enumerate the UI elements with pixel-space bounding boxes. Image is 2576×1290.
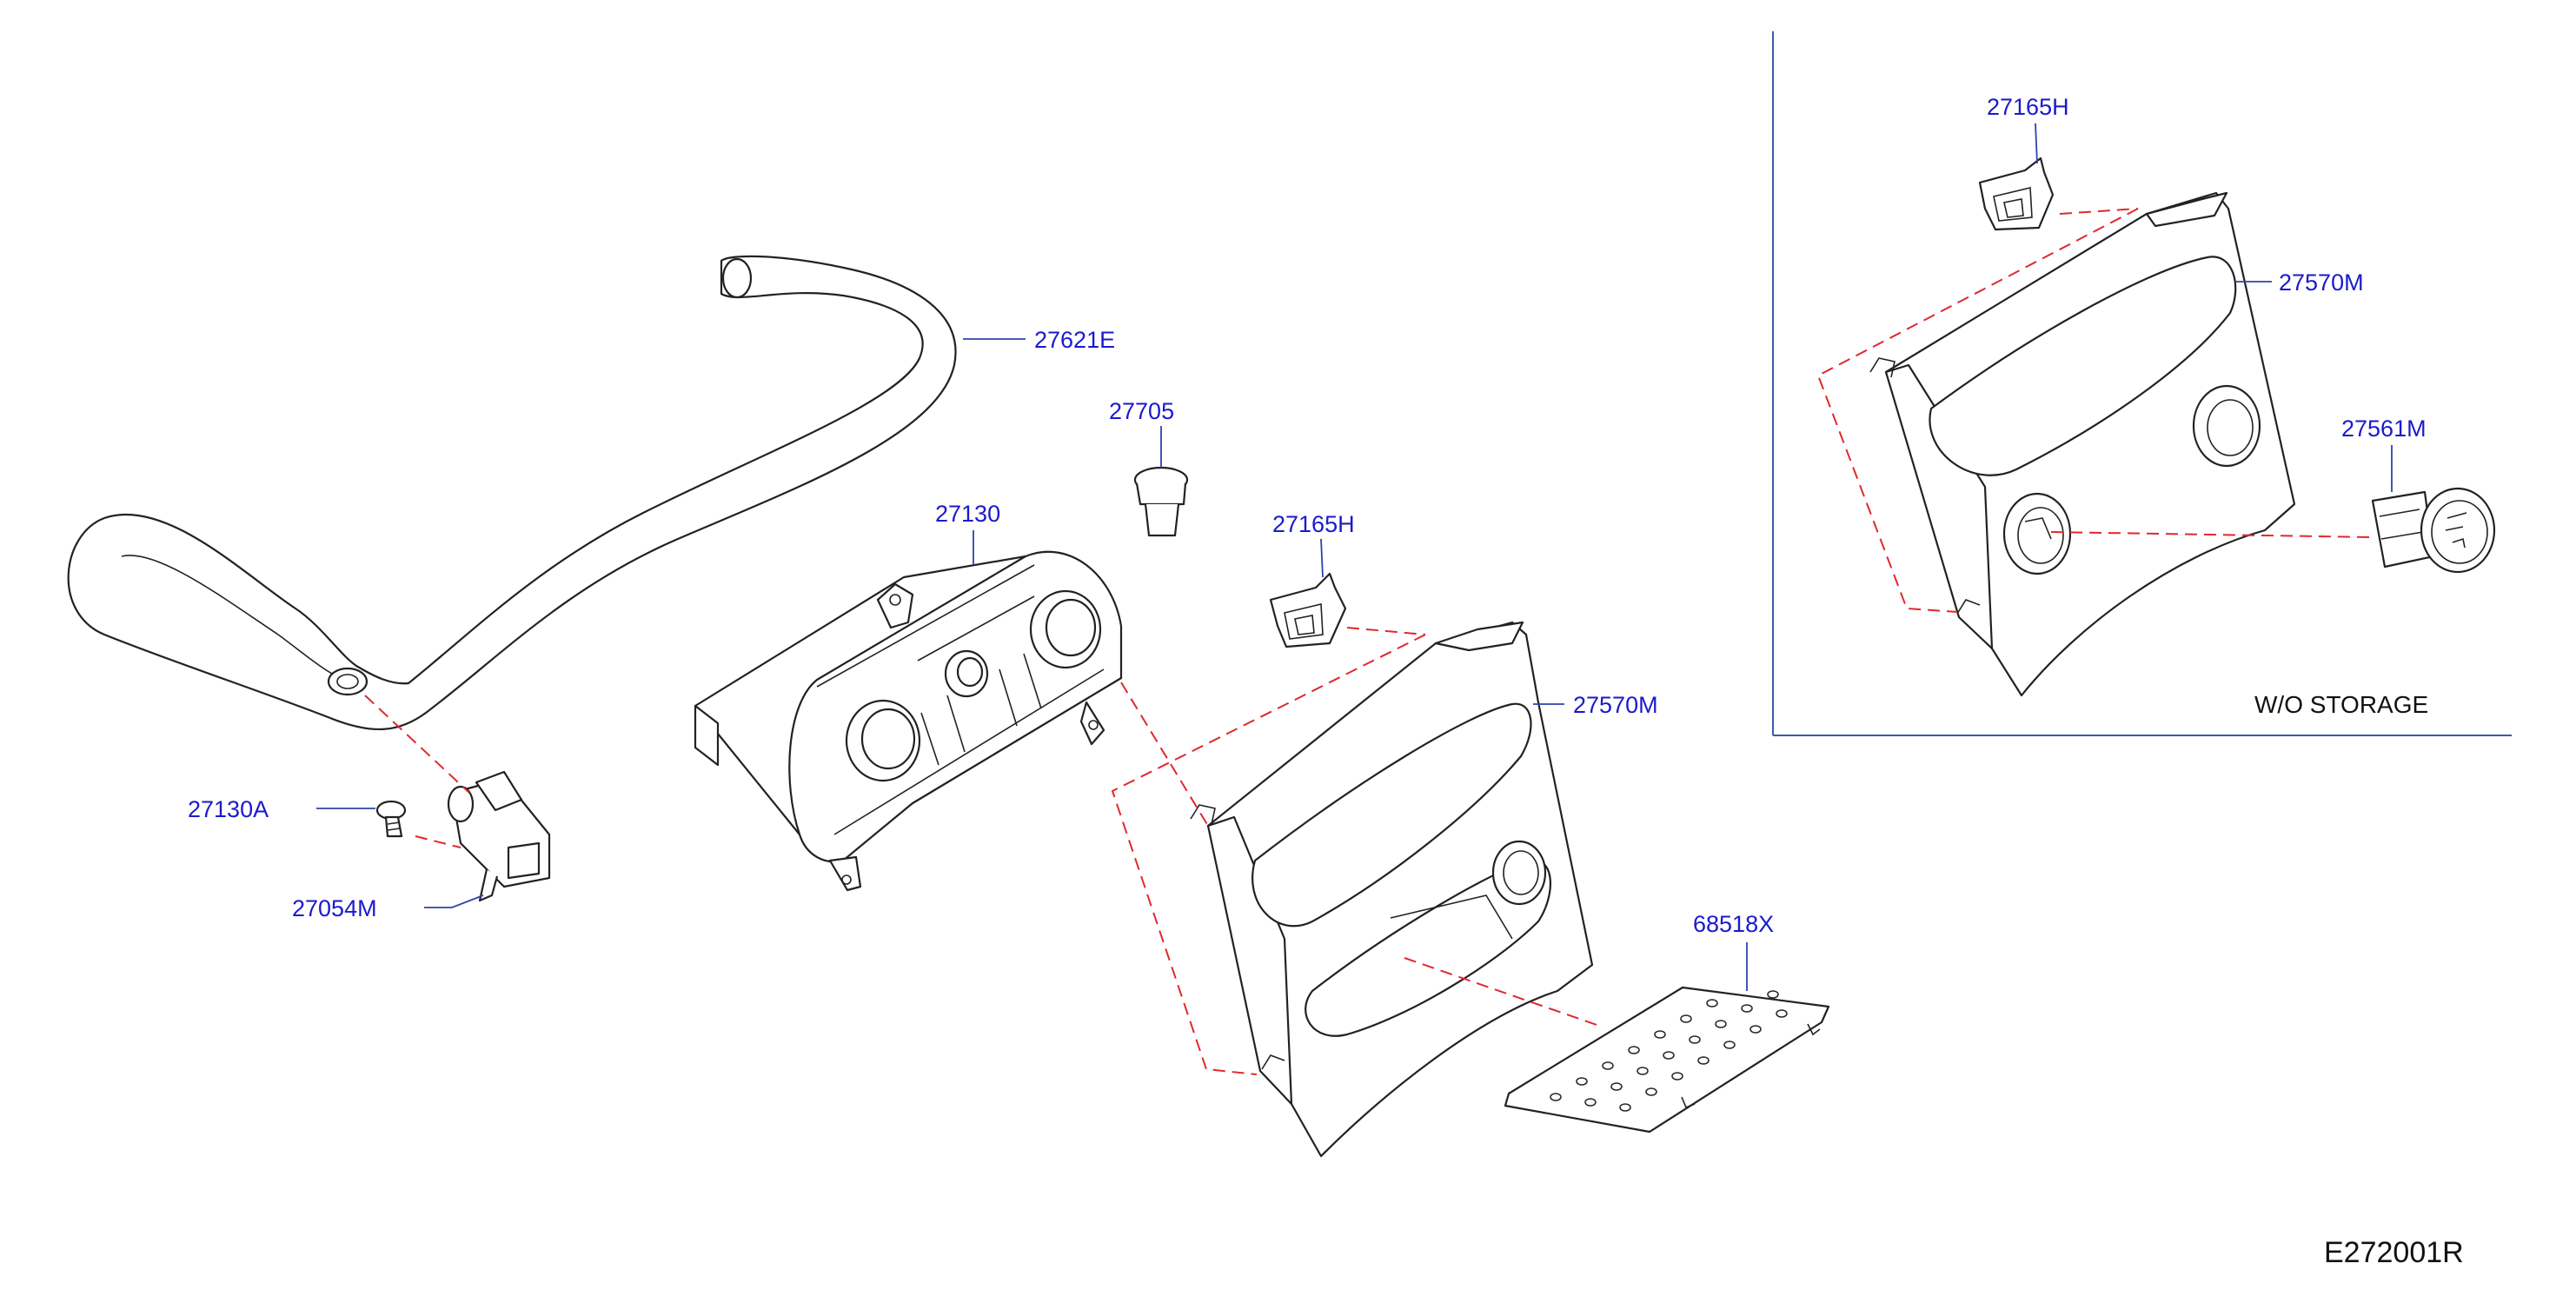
inset-frame — [1772, 31, 2512, 736]
clip[interactable] — [1133, 466, 1189, 537]
assembly-line-bracket-finisher — [1111, 627, 1426, 1075]
aspirator-hose[interactable] — [67, 255, 957, 731]
label-inset-bracket: 27165H — [1987, 94, 2069, 120]
label-bracket: 27165H — [1272, 511, 1355, 537]
leader-bracket: 27165H — [1272, 511, 1355, 578]
label-clip: 27705 — [1109, 398, 1174, 424]
tray-mat[interactable] — [1504, 986, 1830, 1134]
leader-clip: 27705 — [1109, 398, 1174, 468]
cluster-finisher[interactable] — [1190, 621, 1594, 1158]
assembly-line-unit-finisher — [1120, 682, 1209, 827]
leader-hose: 27621E — [963, 327, 1115, 353]
leader-inset-bracket: 27165H — [1987, 94, 2069, 164]
leader-inset-finisher: 27570M — [2235, 269, 2364, 296]
label-hose: 27621E — [1034, 327, 1115, 353]
assembly-line-finisher-mat — [1404, 957, 1600, 1027]
label-screw: 27130A — [188, 796, 269, 822]
leader-inset-socket: 27561M — [2341, 416, 2427, 492]
inset-socket[interactable] — [2371, 487, 2496, 574]
label-finisher: 27570M — [1573, 692, 1658, 718]
label-sensor: 27054M — [292, 895, 377, 921]
temperature-sensor[interactable] — [447, 770, 551, 902]
label-mat: 68518X — [1693, 911, 1774, 937]
inset-assembly-line-socket — [2050, 531, 2372, 538]
heater-control-unit[interactable] — [694, 550, 1123, 892]
bracket[interactable] — [1269, 572, 1347, 648]
leader-control-unit: 27130 — [935, 501, 1000, 565]
leader-mat: 68518X — [1693, 911, 1774, 991]
screw[interactable] — [375, 800, 407, 838]
leader-screw: 27130A — [188, 796, 375, 822]
leader-finisher: 27570M — [1533, 692, 1658, 718]
label-inset-finisher: 27570M — [2279, 269, 2364, 296]
leader-sensor: 27054M — [292, 894, 484, 921]
diagram-reference: E272001R — [2324, 1236, 2464, 1269]
inset-caption: W/O STORAGE — [2254, 691, 2428, 718]
label-control-unit: 27130 — [935, 501, 1000, 527]
inset-assembly-line-bracket — [1816, 208, 2139, 613]
label-inset-socket: 27561M — [2341, 416, 2427, 442]
mat-holes — [1550, 990, 1788, 1112]
inset-cluster-finisher[interactable] — [1869, 191, 2296, 697]
assembly-line-hose-sensor — [364, 695, 470, 848]
inset-bracket[interactable] — [1978, 156, 2055, 231]
